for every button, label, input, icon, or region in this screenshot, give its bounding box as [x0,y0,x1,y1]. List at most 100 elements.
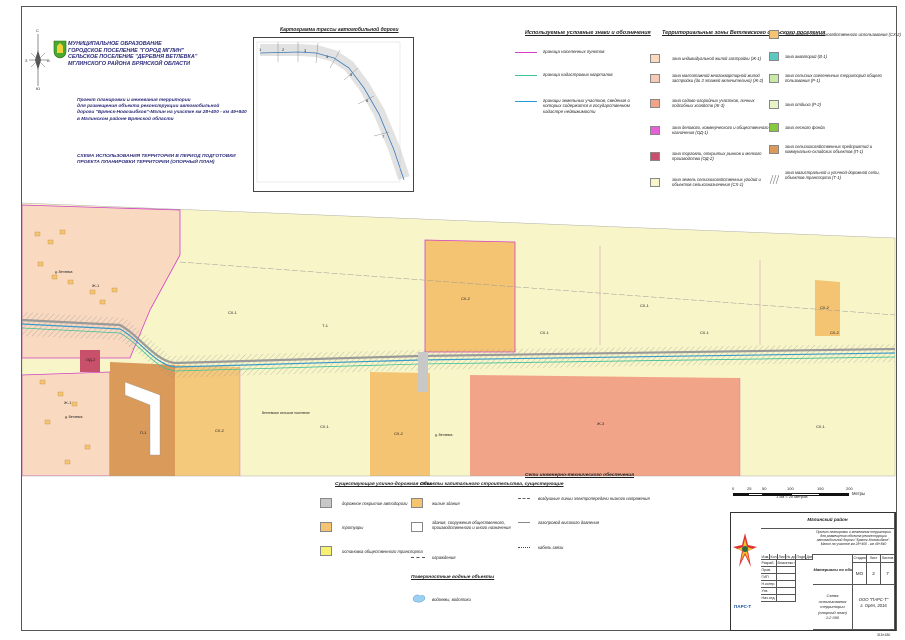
zone-label-od2: зона торговли, открытых рынков и мелкого… [672,151,762,161]
scheme-line-2: ПРОЕКТА ПЛАНИРОВКИ ТЕРРИТОРИИ (ОПОРНЫЙ П… [77,160,215,166]
legend-road-swatch-1 [320,498,332,508]
project-line-3: дороги "Брянск-Новозыбков"-Мглин на учас… [77,110,247,116]
compass-north-letter: С [36,28,39,33]
zone-swatch-r1 [769,74,779,83]
stamp-role-1: Разраб. [761,560,777,567]
stamp-name-1: Власенко С. [777,560,796,567]
compass-east-letter: В [47,58,50,63]
scale-bar: 0 25 50 100 150 200 [732,486,853,510]
title-block: ПАРС-Т Мглинский район Проект планировки… [730,512,896,631]
zone-swatch-od2 [650,152,660,161]
inset-sheet-5: 5 [350,72,353,77]
stamp-col-kol: Кол.уч [770,554,778,560]
zone-label-v1: зона акваторий (В-1) [785,54,827,59]
map-label-skh1-south: СХ-1 [320,424,329,429]
legend-road-label-1: дорожное покрытие автодороги [342,501,408,506]
legend-utility-line-3 [518,547,530,548]
scale-tick-50: 50 [762,486,767,491]
stamp-col-izm: Изм. [761,554,770,560]
zone-swatch-od1 [650,126,660,135]
legend-utility-line-1 [518,498,530,499]
map-label-zh1-north: Ж-1 [92,283,100,288]
stamp-name-2 [777,567,796,574]
stamp-sheets-header: Листов [881,555,895,563]
stamp-name-5 [777,588,796,595]
map-label-skh2-north: СХ-2 [461,296,470,301]
legend-utility-label-3: кабель связи [538,545,564,550]
zone-swatch-zh2 [650,74,660,83]
legend-symbols-title: Используемые условные знаки и обозначени… [525,30,651,36]
sheet-title-line-3: 1:2 000 [825,615,840,621]
stamp-stage-header: Стадия [853,555,867,563]
header-scheme-block: СХЕМА ИСПОЛЬЗОВАНИЯ ТЕРРИТОРИИ В ПЕРИОД … [77,154,236,166]
inset-sheet-1: 1 [259,47,262,52]
legend-building-swatch-2 [411,522,423,532]
zone-swatch-forest [769,123,779,132]
legend-line-cadastral [515,75,537,76]
stamp-sheet-header: Лист [867,555,881,563]
map-label-p1: П-1 [140,430,147,435]
map-label-skh1-left: СХ-1 [228,310,237,315]
legend-symbol-label-3: границы земельных участков, сведения о к… [543,98,630,114]
map-small-label-3: д. Ветлевка [435,433,453,437]
header-municipality-block: МУНИЦИПАЛЬНОЕ ОБРАЗОВАНИЕ ГОРОДСКОЕ ПОСЕ… [68,41,197,67]
legend-symbol-label-1: граница населенных пунктов [543,49,605,54]
stamp-role-5: Утв. [761,588,777,595]
project-line-2: для размещения объекта реконструкции авт… [77,104,220,110]
stamp-sheet-value: 2 [867,563,881,585]
map-label-zh1-south: Ж-1 [64,400,72,405]
scale-seg-3 [763,493,791,496]
inset-map: 1 2 3 4 5 6 7 [253,37,414,192]
legend-zones-col2: зона земель сельскохозяйственного исполь… [769,30,901,200]
zone-swatch-zh1 [650,54,660,63]
legend-utilities-title: Сети инженерно-технического обеспечения [525,473,635,478]
compass-south-letter: Ю [36,86,41,91]
scale-tick-150: 150 [817,486,824,491]
zone-label-p1: зона сельскохозяйственных предприятий и … [785,144,873,154]
compass-west-letter: З [25,58,28,63]
map-small-label-2: д. Ветлевка [65,415,83,419]
legend-utility-label-1: воздушные линии электропередачи низкого … [538,496,650,501]
stamp-company: ООО "ПАРС-Т" г. Орёл, 2016 [853,585,895,630]
zone-label-r1: зона сельских озелененных территорий общ… [785,73,882,83]
inset-sheet-4: 4 [326,54,329,59]
company-line-2: г. Орёл, 2016 [860,603,887,608]
zone-swatch-skh2 [769,30,779,39]
legend-water-label: водоемы, водотоки [432,597,471,602]
inset-title: Картограмма трассы автомобильной дороги [280,27,399,33]
zone-label-t1: зона магистральной и уличной-дорожной се… [785,170,880,180]
legend-building-label-3: ограждения [432,555,456,560]
scale-seg-2 [748,493,763,496]
zone-label-zh1: зона индивидуальной жилой застройки (Ж-1… [672,56,762,61]
header-line-2: ГОРОДСКОЕ ПОСЕЛЕНИЕ "ГОРОД МГЛИН" [68,47,185,54]
sheet-frame [21,6,897,631]
scale-seg-5 [820,493,849,496]
stamp-col-doc: № док. [786,554,796,560]
inset-sheet-6: 6 [366,98,369,103]
legend-building-label-1: жилые здания [432,501,460,506]
stamp-col-list: Лист [778,554,786,560]
inset-sheet-7: 7 [382,134,385,139]
legend-building-label-2: здания, сооружения общественного, произв… [432,520,511,530]
inset-sheet-3: 3 [304,48,307,53]
zone-swatch-skh1 [650,178,660,187]
map-small-label-1: д. Ветлевка [55,270,73,274]
zone-swatch-p1 [769,145,779,154]
stamp-sheet-title: Схема использования территории (опорный … [813,585,853,630]
stamp-project: Проект планировки и межевания территории… [813,529,895,555]
company-logo-icon [733,533,757,567]
sheet-title-line-2: территории (опорный план) [818,604,847,615]
zone-label-skh1: зона земель сельскохозяйственных угодий … [672,177,761,187]
header-line-3: СЕЛЬСКОЕ ПОСЕЛЕНИЕ "ДЕРЕВНЯ ВЕТЛЕВКА" [68,54,198,61]
legend-zones-title: Территориальные зоны Ветлевского сельско… [662,30,826,36]
stamp-role-4: Н.контр. [761,581,777,588]
scale-seg-1 [733,493,748,496]
scale-tick-100: 100 [787,486,794,491]
map-label-skh2-right: СХ-2 [820,305,829,310]
map-label-skh1-north: СХ-1 [640,303,649,308]
sheet-format: 315×180 [877,633,891,637]
zone-swatch-v1 [769,52,779,61]
legend-symbols: граница населенных пунктов граница кадас… [515,38,643,148]
legend-fence-line [411,557,425,558]
